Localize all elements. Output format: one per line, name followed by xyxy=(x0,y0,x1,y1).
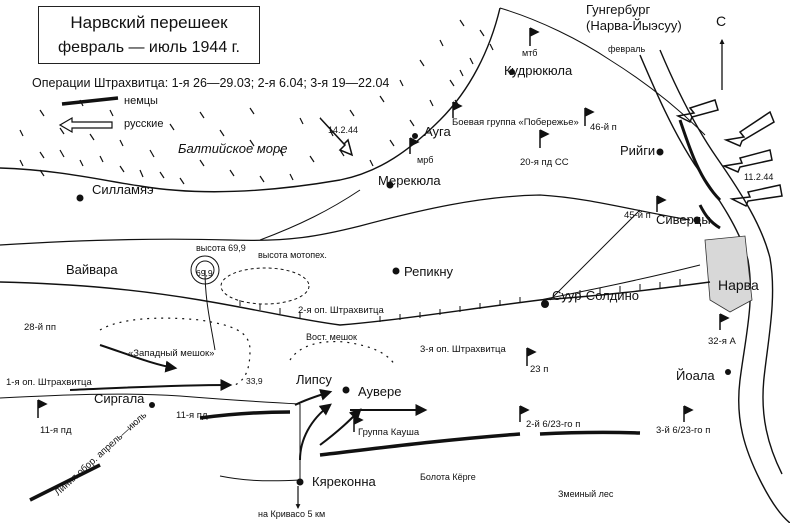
label-auga: Ауга xyxy=(424,124,451,139)
settlement-dots xyxy=(76,69,731,486)
unit-flags xyxy=(37,27,730,432)
label-date-14-2: 14.2.44 xyxy=(328,125,358,135)
label-merekyula: Мерекюла xyxy=(378,173,441,188)
label-pd11-a: 11-я пд xyxy=(176,410,208,421)
label-kaush-group: Группа Кауша xyxy=(358,427,420,438)
label-height-69-9: высота 69,9 xyxy=(196,243,246,253)
map-title-box: Нарвский перешеек февраль — июль 1944 г. xyxy=(38,6,260,64)
label-vaivara: Вайвара xyxy=(66,262,118,277)
label-west-pocket: «Западный мешок» xyxy=(128,348,214,359)
label-height-69-9-mark: 69,9 xyxy=(196,268,213,278)
label-riygi: Рийги xyxy=(620,143,655,158)
label-defense-line: Линия обор. апрель—июль xyxy=(53,410,149,498)
label-east-pocket: Вост. мешок xyxy=(306,332,357,342)
west-pocket-line xyxy=(99,317,251,386)
label-div-46: 46-й п xyxy=(590,122,617,133)
label-gungerburg-2: (Нарва-Йыэсуу) xyxy=(586,18,682,33)
narva-city xyxy=(704,235,753,313)
soviet-arrows xyxy=(69,344,428,461)
sea-landing-arrows xyxy=(319,99,783,208)
railway-ticks xyxy=(239,279,681,322)
label-yoala: Йоала xyxy=(676,368,715,383)
legend-russian-label: русские xyxy=(124,118,163,130)
road-soldino-narva xyxy=(539,264,701,301)
label-second-op: 2-я оп. Штрахвитца xyxy=(298,305,384,316)
label-coastal-group: Боевая группа «Побережье» xyxy=(452,117,579,128)
label-mrb: мрб xyxy=(417,155,433,165)
label-mtb: мтб xyxy=(522,48,537,58)
label-pd11-b: 11-я пд xyxy=(40,425,72,436)
german-front-lines xyxy=(29,119,722,502)
label-sillamae: Силламяэ xyxy=(92,182,154,197)
map-title: Нарвский перешеек xyxy=(70,13,228,32)
label-div-45: 45-й п xyxy=(624,210,651,221)
motopeh-height xyxy=(220,267,310,305)
label-suur-soldino: Суур-Солдино xyxy=(552,288,639,303)
legend-german-symbol xyxy=(61,96,119,106)
label-p2-6-23: 2-й 6/23-го п xyxy=(526,419,580,430)
coast-north xyxy=(499,7,706,136)
label-motopeh-height: высота мотопех. xyxy=(258,250,327,260)
label-pp28: 28-й пп xyxy=(24,322,56,333)
label-p3-6-23: 3-й 6/23-го п xyxy=(656,425,710,436)
road-north xyxy=(0,194,691,246)
map-subtitle: февраль — июль 1944 г. xyxy=(58,39,240,56)
label-krivaso: на Кривасо 5 км xyxy=(258,509,325,519)
compass-label: С xyxy=(716,13,726,29)
label-sirgala: Сиргала xyxy=(94,391,145,406)
road-vaivara-south xyxy=(204,269,216,351)
label-kerge-swamp: Болота Кёрге xyxy=(420,472,476,482)
label-snake-forest: Змеиный лес xyxy=(558,489,614,499)
label-third-op: 3-я оп. Штрахвитца xyxy=(420,344,506,355)
label-february: февраль xyxy=(608,44,645,54)
road-soldino-north xyxy=(549,209,641,301)
label-auvere: Аувере xyxy=(358,384,401,399)
label-mark-33-9: 33,9 xyxy=(246,376,263,386)
label-kudryukyula: Кудрюкюла xyxy=(504,63,573,78)
narva-river-east-bank xyxy=(659,49,783,475)
east-pocket-line xyxy=(289,340,396,366)
operations-note: Операции Штрахвитца: 1-я 26—29.03; 2-я 6… xyxy=(32,76,390,90)
label-date-11-2: 11.2.44 xyxy=(744,172,773,182)
label-lipsu: Липсу xyxy=(296,372,332,387)
label-repikny: Репикну xyxy=(404,264,453,279)
road-kyarekonna-west xyxy=(219,475,301,482)
label-div-20ss: 20-я пд СС xyxy=(520,157,569,168)
label-gungerburg-1: Гунгербург xyxy=(586,2,651,17)
label-first-op: 1-я оп. Штрахвитца xyxy=(6,377,92,388)
road-merekyula xyxy=(259,189,361,241)
road-south-main xyxy=(0,393,301,405)
label-baltic-sea: Балтийское море xyxy=(178,141,287,156)
label-narva: Нарва xyxy=(718,277,759,293)
legend-russian-symbol xyxy=(58,116,113,134)
label-sivertsy: Сиверцы xyxy=(656,212,711,227)
coastline xyxy=(0,7,501,193)
railway xyxy=(0,281,711,326)
label-p23: 23 п xyxy=(530,364,548,375)
legend-german-label: немцы xyxy=(124,95,158,107)
height-69-9-marker xyxy=(190,255,220,285)
label-kyarekonna: Кяреконна xyxy=(312,474,376,489)
label-a32: 32-я А xyxy=(708,336,737,347)
